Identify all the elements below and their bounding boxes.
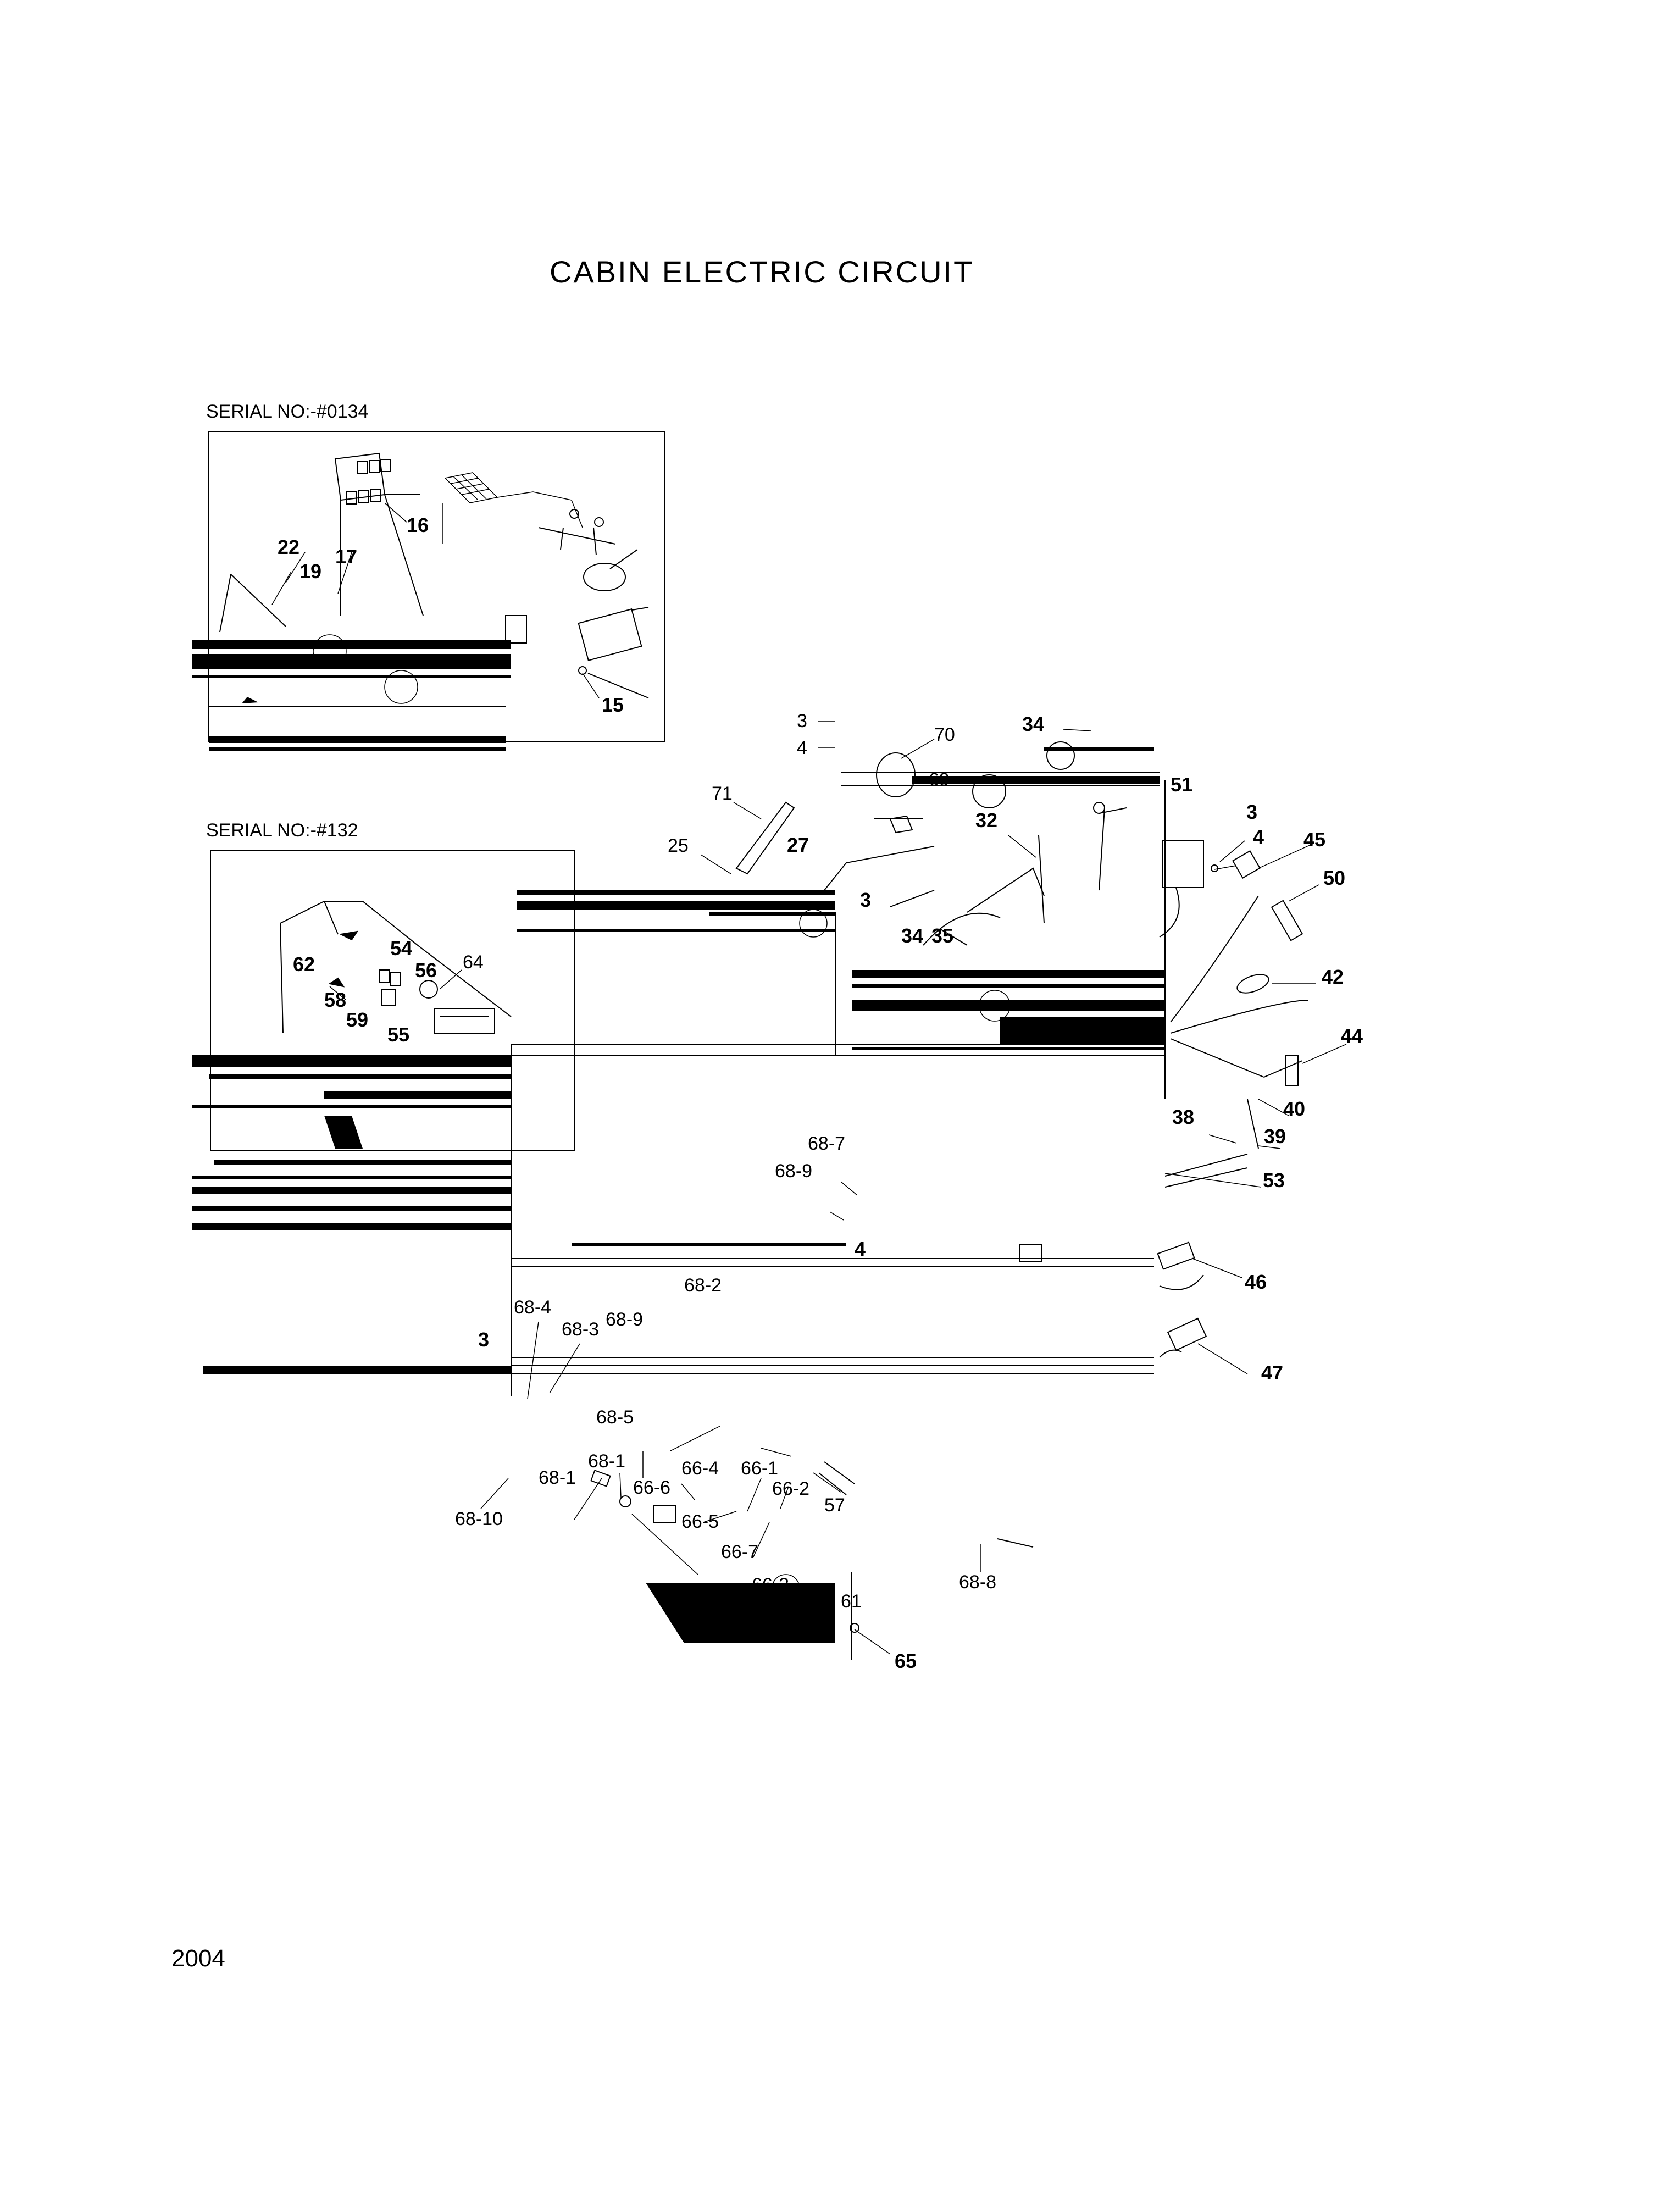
callout-54: 54: [390, 937, 412, 960]
callout-70: 70: [934, 724, 955, 745]
inset-1-leaders: [271, 502, 600, 698]
relay-box-drawing: [334, 452, 424, 616]
page-number: 2004: [171, 1945, 225, 1972]
switch-cluster-drawing: [505, 509, 649, 698]
callout-64: 64: [463, 952, 484, 973]
callout-42: 42: [1322, 966, 1344, 988]
callout-55: 55: [387, 1023, 409, 1046]
inset-frame: [208, 431, 665, 742]
callout-68-8: 68-8: [959, 1572, 996, 1593]
callout-15: 15: [602, 694, 624, 716]
callout-66-2: 66-2: [772, 1478, 809, 1499]
callout-4: 4: [797, 738, 807, 758]
callout-69: 69: [929, 769, 950, 790]
callout-65: 65: [895, 1650, 917, 1672]
callout-51: 51: [1171, 773, 1192, 796]
callout-50: 50: [1323, 867, 1345, 889]
callout-68-10: 68-10: [455, 1509, 503, 1529]
callout-68-7: 68-7: [808, 1133, 845, 1154]
callout-59: 59: [346, 1008, 368, 1031]
inset-2-leaders: [329, 969, 462, 1001]
callout-66-1: 66-1: [741, 1458, 778, 1479]
callout-25: 25: [668, 835, 689, 856]
callout-46: 46: [1245, 1271, 1267, 1293]
callout-3: 3: [797, 711, 807, 731]
callout-45: 45: [1303, 828, 1325, 851]
callout-66-5: 66-5: [681, 1511, 719, 1532]
callout-4-lower: 4: [855, 1238, 866, 1260]
callout-57: 57: [824, 1495, 845, 1516]
callout-4-right: 4: [1253, 825, 1264, 848]
callout-61: 61: [841, 1591, 862, 1612]
inset-serial-0134: SERIAL NO:-#0134: [192, 401, 665, 751]
callout-17: 17: [335, 545, 357, 568]
callout-62: 62: [293, 953, 315, 975]
main-callouts: 3 4 70 34 69 71 25 27 32 51 3 4 45 50 3 …: [455, 711, 1363, 1672]
main-cab-drawing: [203, 741, 1308, 1660]
callout-68-5: 68-5: [596, 1407, 634, 1428]
callout-39: 39: [1264, 1125, 1286, 1147]
callout-34-front: 34: [901, 924, 923, 947]
inset-2-floor-band: [192, 1055, 511, 1230]
callout-19: 19: [299, 560, 321, 583]
inset-serial-132: SERIAL NO:-#132: [192, 820, 575, 1230]
callout-22: 22: [278, 536, 299, 558]
callout-35: 35: [931, 924, 953, 947]
callout-32: 32: [975, 809, 997, 831]
inset-serial-label: SERIAL NO:-#132: [206, 820, 358, 841]
callout-3-left: 3: [478, 1328, 489, 1351]
inset-frame: [210, 850, 575, 1151]
callout-3-front: 3: [860, 889, 871, 911]
callout-68-1-b: 68-1: [539, 1467, 576, 1488]
callout-44: 44: [1341, 1024, 1363, 1047]
callout-53: 53: [1263, 1169, 1285, 1191]
callout-66-7: 66-7: [721, 1542, 758, 1562]
callout-68-9: 68-9: [775, 1161, 812, 1182]
callout-40: 40: [1283, 1097, 1305, 1120]
callout-27: 27: [787, 834, 809, 856]
callout-68-4: 68-4: [514, 1297, 551, 1318]
callout-34: 34: [1022, 713, 1044, 735]
console-drawing: [280, 901, 512, 1034]
callout-71: 71: [712, 783, 733, 804]
cab-floor-band: [192, 574, 511, 751]
fuse-block-drawing: [442, 472, 583, 544]
callout-38: 38: [1172, 1106, 1194, 1128]
diagram-title: CABIN ELECTRIC CIRCUIT: [550, 254, 974, 289]
callout-56: 56: [415, 959, 437, 982]
callout-68-3: 68-3: [562, 1319, 599, 1340]
callout-47: 47: [1261, 1361, 1283, 1384]
callout-3-right: 3: [1246, 801, 1257, 823]
callout-66-3: 66-3: [752, 1575, 789, 1595]
callout-68-9-b: 68-9: [606, 1309, 643, 1330]
callout-68-2: 68-2: [684, 1275, 722, 1296]
callout-16: 16: [407, 514, 429, 536]
inset-serial-label: SERIAL NO:-#0134: [206, 401, 368, 422]
callout-58: 58: [324, 989, 346, 1011]
callout-68-1: 68-1: [588, 1451, 625, 1472]
main-leaders: [480, 721, 1347, 1655]
callout-66-6: 66-6: [633, 1477, 670, 1498]
callout-66-4: 66-4: [681, 1458, 719, 1479]
